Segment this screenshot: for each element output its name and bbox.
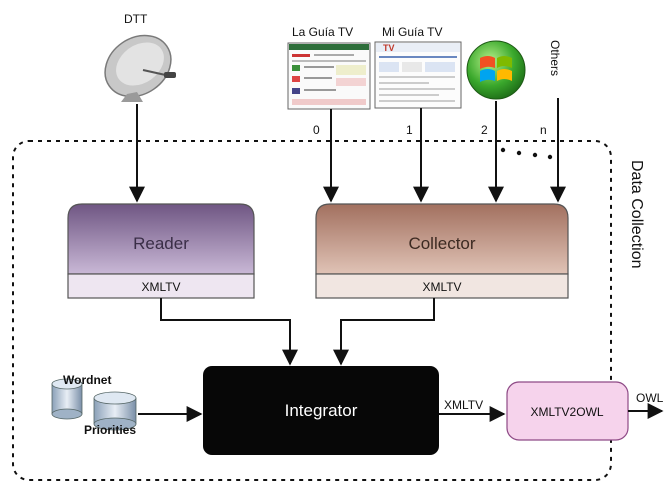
reader-format-label: XMLTV (141, 280, 180, 294)
xmltv2owl-label: XMLTV2OWL (530, 405, 603, 419)
priorities-label: Priorities (84, 423, 136, 437)
collector-to-integrator-arrow (333, 298, 435, 366)
ellipsis-dots (500, 147, 553, 160)
channel-number-0: 0 (313, 123, 320, 137)
integrator-output-label: XMLTV (444, 398, 483, 412)
collector-label: Collector (408, 234, 475, 253)
mi-guia-tv-screenshot-icon: TV (374, 41, 462, 109)
data-collection-label: Data Collection (628, 160, 645, 269)
reader-box: Reader XMLTV (67, 203, 255, 299)
wordnet-label: Wordnet (63, 373, 111, 387)
database-icon (51, 378, 137, 431)
integrator-label: Integrator (285, 401, 358, 420)
la-guia-tv-label: La Guía TV (292, 25, 353, 39)
integrator-box: Integrator (203, 366, 439, 455)
dtt-label: DTT (124, 12, 148, 26)
channel-number-n: n (540, 123, 547, 137)
satellite-dish-icon (104, 34, 176, 102)
la-guia-tv-screenshot-icon (287, 42, 371, 110)
channel-number-2: 2 (481, 123, 488, 137)
svg-text:TV: TV (383, 43, 395, 53)
collector-format-label: XMLTV (422, 280, 461, 294)
collector-box: Collector XMLTV (315, 203, 569, 299)
reader-to-integrator-arrow (160, 298, 298, 366)
channel-number-1: 1 (406, 123, 413, 137)
reader-label: Reader (133, 234, 189, 253)
owl-output-label: OWL (636, 391, 664, 405)
data-collection-region (12, 140, 612, 481)
windows-logo-icon (466, 40, 526, 100)
others-label: Others (548, 40, 562, 76)
xmltv2owl-box: XMLTV2OWL (506, 381, 629, 441)
mi-guia-tv-label: Mi Guía TV (382, 25, 442, 39)
